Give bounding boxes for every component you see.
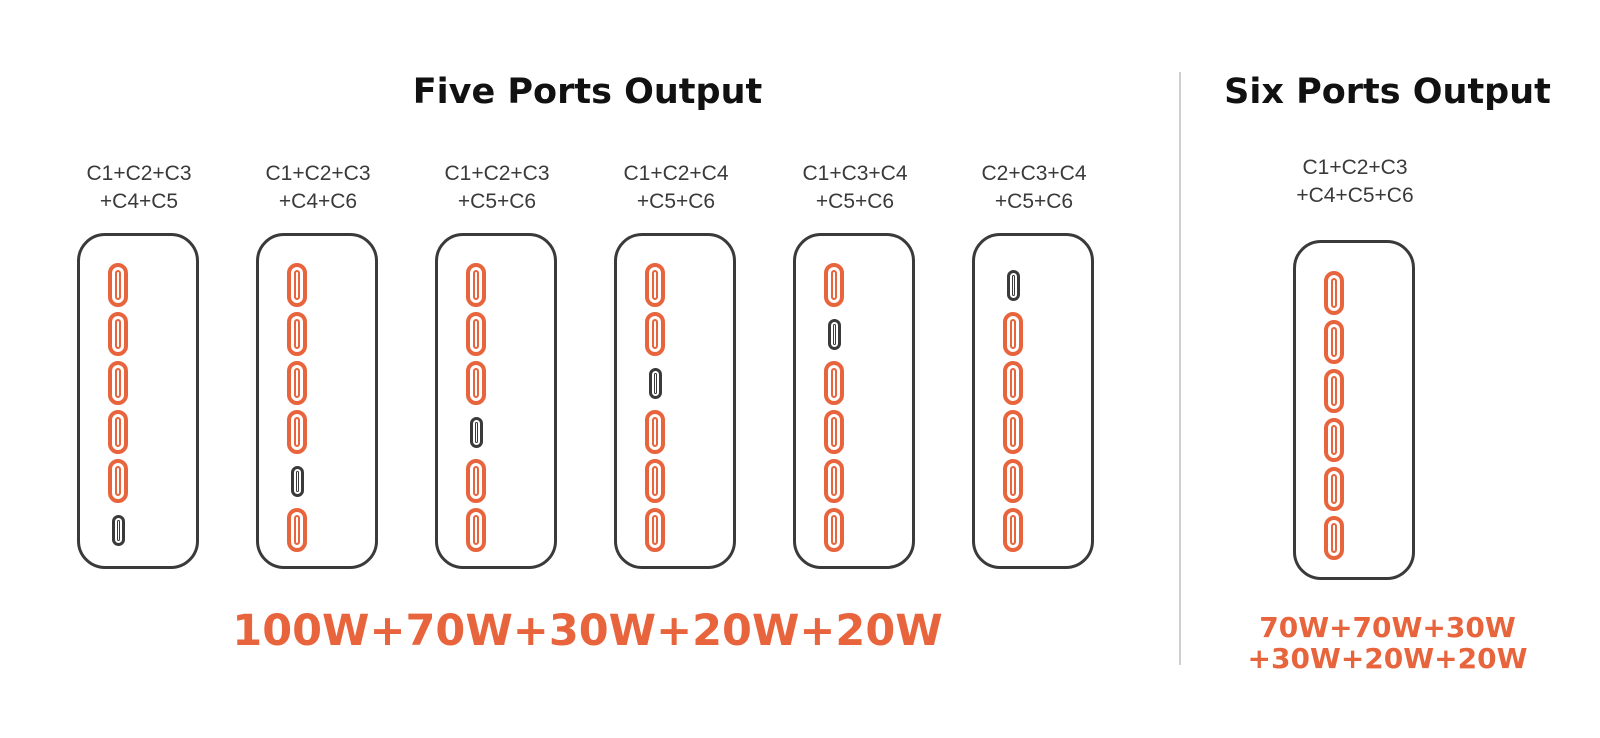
usb-c-port-active-icon — [466, 312, 486, 356]
usb-c-port-inactive-icon — [1006, 269, 1020, 301]
usb-c-port-inactive-icon — [648, 367, 662, 399]
combo-label-line: C1+C2+C4 — [623, 162, 729, 185]
combo-label-3: C1+C2+C3 +C5+C6 — [412, 160, 582, 216]
charger-device-4 — [614, 233, 736, 569]
combo-label-line: +C5+C6 — [457, 190, 537, 213]
section-divider — [1179, 72, 1181, 665]
usb-c-port-inactive-icon — [827, 318, 841, 350]
charger-device-3 — [435, 233, 557, 569]
charger-device-six — [1293, 240, 1415, 580]
six-combo-label: C1+C2+C3 +C4+C5+C6 — [1270, 154, 1440, 210]
combo-label-line: +C5+C6 — [994, 190, 1074, 213]
usb-c-port-active-icon — [466, 459, 486, 503]
usb-c-port-active-icon — [1003, 459, 1023, 503]
usb-c-port-active-icon — [466, 361, 486, 405]
combo-label-line: C1+C2+C3 — [86, 162, 192, 185]
charger-device-2 — [256, 233, 378, 569]
usb-c-port-active-icon — [108, 263, 128, 307]
combo-label-2: C1+C2+C3 +C4+C6 — [233, 160, 403, 216]
usb-c-port-active-icon — [287, 312, 307, 356]
usb-c-port-active-icon — [466, 263, 486, 307]
combo-label-line: +C4+C6 — [278, 190, 358, 213]
combo-label-line: C2+C3+C4 — [981, 162, 1087, 185]
usb-c-port-active-icon — [1003, 312, 1023, 356]
combo-label-line: C1+C2+C3 — [1302, 156, 1408, 179]
combo-label-line: +C4+C5+C6 — [1296, 184, 1414, 207]
usb-c-port-active-icon — [1324, 467, 1344, 511]
usb-c-port-active-icon — [645, 410, 665, 454]
combo-label-6: C2+C3+C4 +C5+C6 — [949, 160, 1119, 216]
usb-c-port-active-icon — [1324, 320, 1344, 364]
charger-device-5 — [793, 233, 915, 569]
power-line: 70W+70W+30W — [1259, 611, 1516, 644]
combo-label-line: C1+C2+C3 — [265, 162, 371, 185]
usb-c-port-active-icon — [824, 263, 844, 307]
usb-c-port-active-icon — [645, 459, 665, 503]
five-ports-power-output: 100W+70W+30W+20W+20W — [232, 606, 943, 656]
charger-device-6 — [972, 233, 1094, 569]
usb-c-port-active-icon — [645, 508, 665, 552]
usb-c-port-active-icon — [287, 508, 307, 552]
usb-c-port-inactive-icon — [469, 416, 483, 448]
usb-c-port-active-icon — [1324, 271, 1344, 315]
usb-c-port-active-icon — [824, 459, 844, 503]
usb-c-port-active-icon — [108, 459, 128, 503]
combo-label-4: C1+C2+C4 +C5+C6 — [591, 160, 761, 216]
usb-c-port-active-icon — [287, 410, 307, 454]
usb-c-port-active-icon — [466, 508, 486, 552]
usb-c-port-active-icon — [645, 263, 665, 307]
usb-c-port-active-icon — [287, 361, 307, 405]
usb-c-port-inactive-icon — [111, 514, 125, 546]
usb-c-port-active-icon — [645, 312, 665, 356]
usb-c-port-active-icon — [1324, 369, 1344, 413]
usb-c-port-active-icon — [1003, 508, 1023, 552]
usb-c-port-active-icon — [108, 410, 128, 454]
five-ports-title: Five Ports Output — [412, 72, 763, 112]
usb-c-port-active-icon — [824, 361, 844, 405]
usb-c-port-active-icon — [287, 263, 307, 307]
usb-c-port-active-icon — [1324, 418, 1344, 462]
six-ports-title: Six Ports Output — [1224, 72, 1551, 112]
combo-label-line: +C5+C6 — [636, 190, 716, 213]
combo-label-5: C1+C3+C4 +C5+C6 — [770, 160, 940, 216]
power-line: +30W+20W+20W — [1247, 642, 1528, 675]
usb-c-port-active-icon — [1324, 516, 1344, 560]
usb-c-port-active-icon — [1003, 410, 1023, 454]
usb-c-port-active-icon — [108, 312, 128, 356]
six-ports-power-output: 70W+70W+30W +30W+20W+20W — [1175, 612, 1600, 674]
usb-c-port-inactive-icon — [290, 465, 304, 497]
usb-c-port-active-icon — [824, 410, 844, 454]
usb-c-port-active-icon — [1003, 361, 1023, 405]
combo-label-line: +C5+C6 — [815, 190, 895, 213]
combo-label-1: C1+C2+C3 +C4+C5 — [54, 160, 224, 216]
combo-label-line: C1+C3+C4 — [802, 162, 908, 185]
charger-device-1 — [77, 233, 199, 569]
combo-label-line: C1+C2+C3 — [444, 162, 550, 185]
usb-c-port-active-icon — [108, 361, 128, 405]
usb-c-port-active-icon — [824, 508, 844, 552]
combo-label-line: +C4+C5 — [99, 190, 179, 213]
